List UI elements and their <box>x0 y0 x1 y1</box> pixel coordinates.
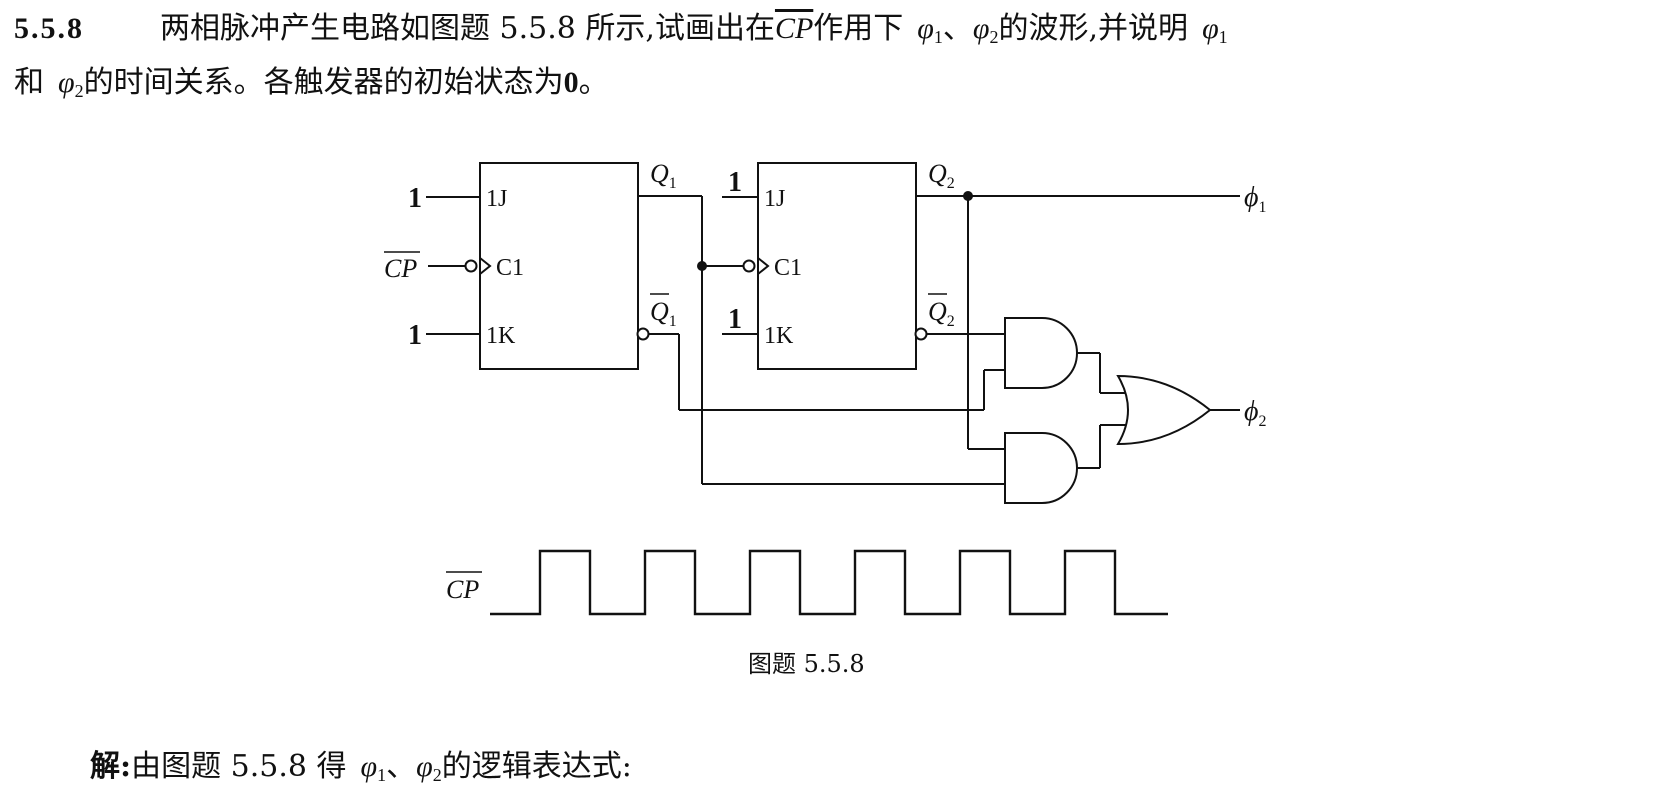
ff1-pin-c: C1 <box>496 255 524 281</box>
problem-text-end: 。 <box>578 65 609 100</box>
phi1-symbol: φ1 <box>917 12 943 48</box>
cp-bar-symbol: CP <box>774 12 814 45</box>
cp-bar-waveform <box>490 549 1168 616</box>
ff2-qbar-output-label: Q2 <box>928 297 955 330</box>
and-gate-upper <box>1004 317 1078 389</box>
ff1-qbar-inversion-bubble <box>636 327 650 341</box>
ff2-pin-c: C1 <box>774 255 802 281</box>
and-gate-lower <box>1004 432 1078 504</box>
flip-flop-1 <box>479 162 639 370</box>
initial-state-zero: 0 <box>563 66 579 99</box>
ff1-clock-input-label: CP <box>384 254 417 283</box>
flip-flop-2 <box>757 162 917 370</box>
problem-text-and: 和 <box>14 65 44 100</box>
phi1-symbol-end: φ1 <box>1202 12 1228 48</box>
ff1-clock-triangle <box>479 257 492 275</box>
ff1-pin-k: 1K <box>486 323 516 349</box>
phi2-symbol: φ2 <box>972 12 999 48</box>
waveform-cp-label: CP <box>446 575 479 604</box>
solution-text-b: 的逻辑表达式: <box>441 749 632 784</box>
ff1-j-input-value: 1 <box>408 183 422 214</box>
ff2-q-output-label: Q2 <box>928 159 955 192</box>
ff2-pin-j: 1J <box>764 186 785 212</box>
phi2-output-label: ϕ2 <box>1244 396 1267 430</box>
solution-separator: 、 <box>386 749 417 784</box>
ff1-pin-j: 1J <box>486 186 507 212</box>
problem-text-c: 的波形,并说明 <box>998 11 1189 46</box>
ff1-q-output-label: Q1 <box>650 159 677 192</box>
solution-text-a: 由图题 5.5.8 得 <box>131 749 347 784</box>
ff1-clock-inversion-bubble <box>464 259 478 273</box>
ff1-qbar-output-label: Q1 <box>650 297 677 330</box>
solution-label: 解 <box>90 749 120 784</box>
problem-text-line2: 的时间关系。各触发器的初始状态为 <box>83 65 564 100</box>
solution-line: 解:由图题 5.5.8 得 φ1、φ2的逻辑表达式: <box>90 752 1679 790</box>
solution-colon: : <box>120 749 132 784</box>
ff2-k-input-value: 1 <box>728 304 742 335</box>
solution-phi1: φ1 <box>360 750 387 786</box>
problem-statement-line-2: 和 φ2的时间关系。各触发器的初始状态为0。 <box>14 68 1664 106</box>
ff2-pin-k: 1K <box>764 323 794 349</box>
figure-caption: 图题 5.5.8 <box>748 650 865 678</box>
problem-text-a: 两相脉冲产生电路如图题 5.5.8 所示,试画出在 <box>160 11 775 46</box>
ff2-j-input-value: 1 <box>728 167 742 198</box>
problem-number: 5.5.8 <box>14 12 84 45</box>
phi1-output-label: ϕ1 <box>1244 182 1267 216</box>
solution-phi2: φ2 <box>416 750 442 786</box>
separator: 、 <box>942 11 973 46</box>
phi2-symbol-line2: φ2 <box>58 66 84 102</box>
problem-text-b: 作用下 <box>813 11 904 46</box>
ff2-clock-inversion-bubble <box>742 259 756 273</box>
ff2-qbar-inversion-bubble <box>914 327 928 341</box>
ff2-clock-triangle <box>757 257 770 275</box>
or-gate <box>1116 374 1212 446</box>
ff1-k-input-value: 1 <box>408 320 422 351</box>
